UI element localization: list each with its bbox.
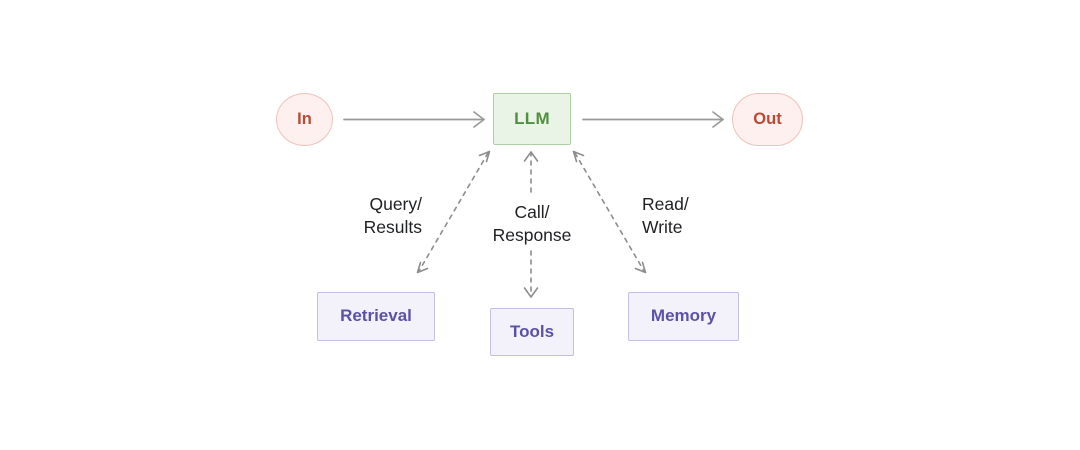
edge-label-call-response: Call/ Response bbox=[492, 202, 572, 246]
node-input[interactable]: In bbox=[276, 93, 333, 146]
edge-llm-to-out bbox=[582, 111, 724, 128]
edge-label-read-write: Read/ Write bbox=[642, 194, 689, 238]
node-memory[interactable]: Memory bbox=[628, 292, 739, 341]
edge-label-query-results: Query/ Results bbox=[363, 194, 422, 238]
node-tools[interactable]: Tools bbox=[490, 308, 574, 356]
node-llm[interactable]: LLM bbox=[493, 93, 571, 145]
edge-llm-memory bbox=[572, 150, 647, 274]
node-output[interactable]: Out bbox=[732, 93, 803, 146]
edge-in-to-llm bbox=[343, 111, 485, 128]
edge-llm-retrieval bbox=[416, 150, 491, 274]
node-retrieval[interactable]: Retrieval bbox=[317, 292, 435, 341]
edge-llm-tools bbox=[523, 151, 539, 298]
